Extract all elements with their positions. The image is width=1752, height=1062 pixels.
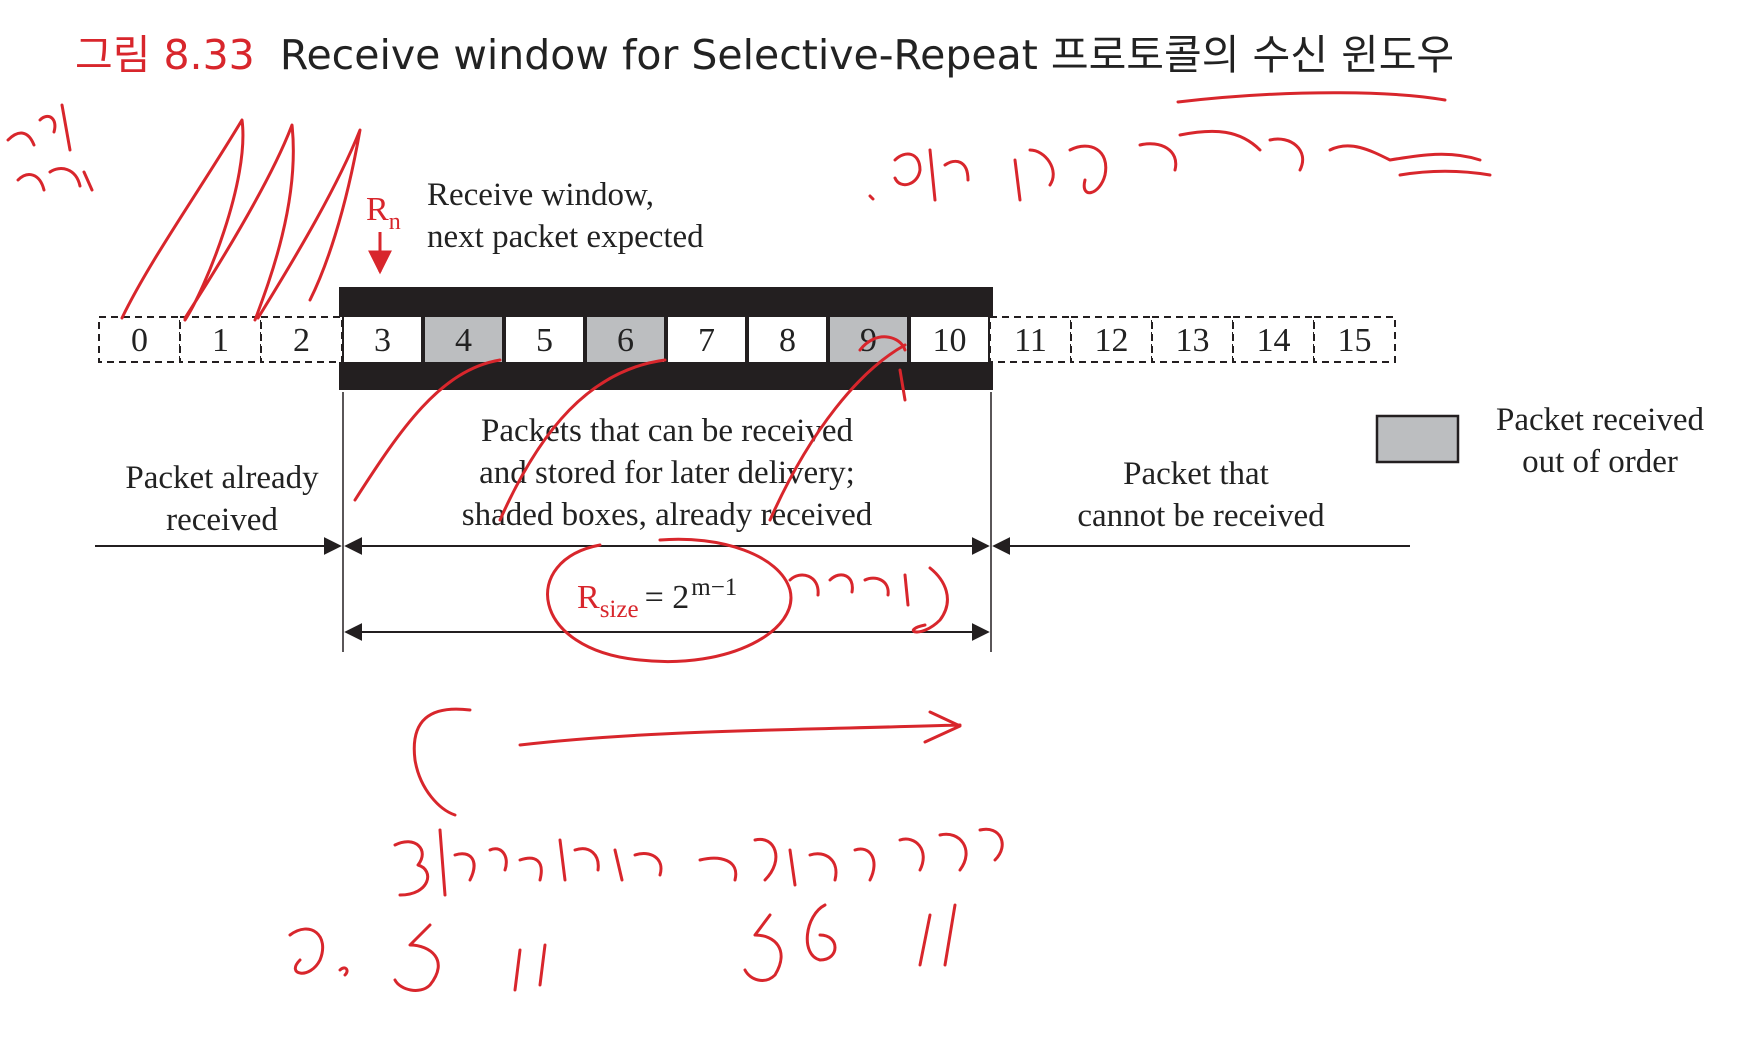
- rn-symbol: R: [366, 191, 389, 228]
- packet-box-11: [989, 316, 1072, 363]
- packet-cell-1: 1: [179, 316, 262, 363]
- bottom-note-line-annotation: [393, 827, 1004, 897]
- bracket-arrow-annotation: [412, 707, 962, 817]
- packet-number-2: 2: [293, 322, 310, 359]
- packet-number-15: 15: [1338, 322, 1372, 359]
- packet-box-8: [749, 317, 826, 362]
- figure-number: 그림 8.33: [75, 31, 255, 79]
- handwritten-annotations: [6, 91, 1492, 992]
- received-curve-6: [498, 358, 667, 522]
- packet-cell-6: 6: [587, 317, 664, 362]
- legend-label-1: Packet received: [1496, 402, 1704, 438]
- packet-box-15: [1313, 316, 1396, 363]
- packet-number-5: 5: [536, 322, 553, 359]
- packet-number-7: 7: [698, 322, 715, 359]
- packet-box-3: [344, 317, 421, 362]
- receive-window-caption-1: Receive window,: [427, 177, 654, 213]
- legend-shaded-swatch: [1375, 414, 1460, 464]
- packet-box-0: [98, 316, 181, 363]
- packet-number-3: 3: [374, 322, 391, 359]
- corner-note-annotation: [6, 103, 94, 192]
- window-region-label-1: Packets that can be received: [481, 413, 853, 449]
- svg-text:Rn: Rn: [366, 191, 401, 235]
- top-right-note-annotation: [868, 91, 1492, 202]
- cannot-receive-label-2: cannot be received: [1077, 498, 1325, 534]
- packet-number-8: 8: [779, 322, 796, 359]
- formula-base: R: [577, 579, 600, 616]
- already-received-label-2: received: [166, 502, 278, 538]
- packet-cell-11: 11: [989, 316, 1072, 363]
- packet-box-13: [1151, 316, 1234, 363]
- region-labels: Packet already received Packets that can…: [125, 413, 1325, 538]
- svg-text:Rsize= 2m−1: Rsize= 2m−1: [577, 574, 737, 623]
- packet-cell-8: 8: [749, 317, 826, 362]
- packet-number-0: 0: [131, 322, 148, 359]
- packet-number-12: 12: [1095, 322, 1129, 359]
- formula-circle: [546, 537, 793, 663]
- packet-box-4: [425, 317, 502, 362]
- packet-cell-3: 3: [344, 317, 421, 362]
- formula-equals: = 2: [645, 579, 690, 616]
- packet-box-7: [668, 317, 745, 362]
- region-arrows: [95, 392, 1410, 652]
- legend: Packet received out of order: [1375, 402, 1704, 480]
- formula-exponent: m−1: [691, 574, 737, 601]
- packet-box-10: [911, 317, 988, 362]
- packet-cell-5: 5: [506, 317, 583, 362]
- packet-cell-4: 4: [425, 317, 502, 362]
- window-region-label-2: and stored for later delivery;: [479, 455, 855, 491]
- rn-pointer: Rn Receive window, next packet expected: [366, 177, 704, 275]
- packet-number-11: 11: [1014, 322, 1047, 359]
- packet-cell-10: 10: [911, 317, 988, 362]
- packet-box-6: [587, 317, 664, 362]
- packet-cell-12: 12: [1070, 316, 1153, 363]
- slash-strokes-annotation: [120, 118, 362, 322]
- received-curve-9: [768, 335, 907, 522]
- svg-text:그림 8.33 Receive window f: 그림 8.33 Receive window for Selective-Rep…: [75, 31, 1454, 79]
- window-size-formula: Rsize= 2m−1: [577, 574, 737, 623]
- figure-title: 그림 8.33 Receive window for Selective-Rep…: [75, 31, 1454, 79]
- cannot-receive-label-1: Packet that: [1123, 456, 1269, 492]
- received-curve-4: [353, 358, 502, 502]
- packet-number-13: 13: [1176, 322, 1210, 359]
- packet-cell-13: 13: [1151, 316, 1234, 363]
- packet-box-2: [260, 316, 343, 363]
- packet-box-5: [506, 317, 583, 362]
- packet-number-1: 1: [212, 322, 229, 359]
- packet-box-14: [1232, 316, 1315, 363]
- packet-number-10: 10: [933, 322, 967, 359]
- figure-caption: Receive window for Selective-Repeat 프로토콜…: [280, 31, 1454, 79]
- packet-cell-14: 14: [1232, 316, 1315, 363]
- packet-cell-0: 0: [98, 316, 181, 363]
- packet-number-4: 4: [455, 322, 472, 359]
- packet-number-6: 6: [617, 322, 634, 359]
- packet-box-12: [1070, 316, 1153, 363]
- receive-window-caption-2: next packet expected: [427, 219, 704, 255]
- window-region-label-3: shaded boxes, already received: [462, 497, 873, 533]
- packet-cell-15: 15: [1313, 316, 1396, 363]
- rn-subscript: n: [389, 209, 401, 235]
- packet-cell-2: 2: [260, 316, 343, 363]
- formula-note-annotation: [788, 566, 949, 634]
- packet-box-1: [179, 316, 262, 363]
- bottom-numbers-annotation: [288, 903, 957, 992]
- legend-label-2: out of order: [1522, 444, 1678, 480]
- packet-cell-7: 7: [668, 317, 745, 362]
- already-received-label-1: Packet already: [125, 460, 319, 496]
- formula-subscript: size: [600, 596, 639, 623]
- packet-number-14: 14: [1257, 322, 1291, 359]
